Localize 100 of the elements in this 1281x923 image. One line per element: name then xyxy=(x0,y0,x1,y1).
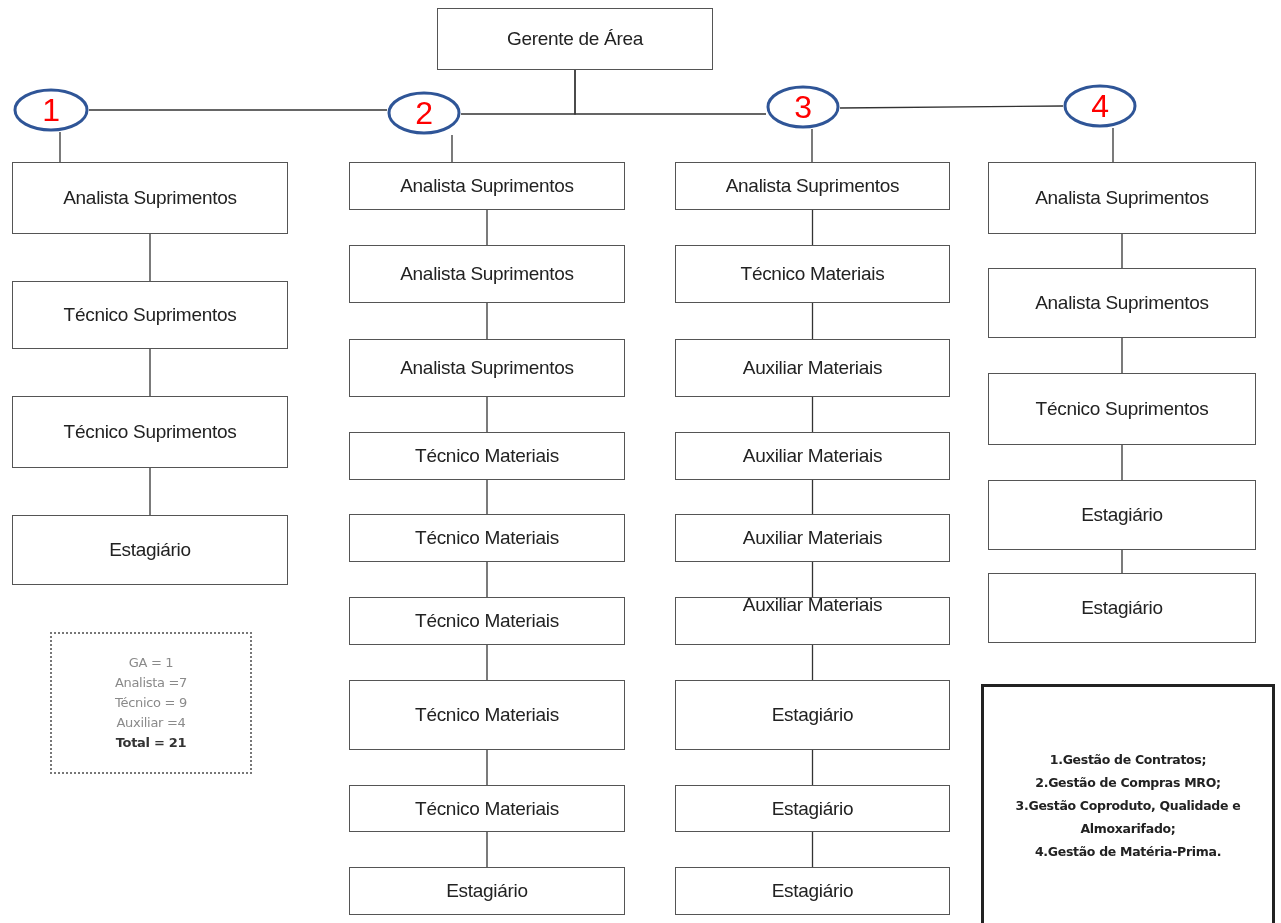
position-title: Auxiliar Materiais xyxy=(742,357,883,379)
position-box xyxy=(349,785,625,832)
headcount-line: GA = 1 xyxy=(128,654,174,672)
headcount-line: Auxiliar =4 xyxy=(116,714,186,732)
connector-line xyxy=(149,467,151,516)
connector-line xyxy=(1121,233,1123,269)
headcount-line: Analista =7 xyxy=(114,674,188,692)
position-box xyxy=(12,515,288,585)
position-box xyxy=(988,373,1256,445)
position-title: Auxiliar Materiais xyxy=(742,594,883,616)
position-box xyxy=(675,597,950,645)
position-box xyxy=(349,245,625,303)
position-box xyxy=(349,597,625,645)
connector-line xyxy=(59,131,61,163)
position-box xyxy=(675,245,950,303)
connector-line xyxy=(811,644,814,681)
connector-line xyxy=(486,479,488,515)
position-box xyxy=(675,432,950,480)
position-title: Técnico Suprimentos xyxy=(63,421,237,443)
area-description: 4.Gestão de Matéria-Prima. xyxy=(1034,842,1222,861)
position-title: Analista Suprimentos xyxy=(400,263,574,285)
position-box xyxy=(675,339,950,397)
position-title: Analista Suprimentos xyxy=(400,357,574,379)
position-title: Estagiário xyxy=(109,539,191,561)
position-title: Técnico Materiais xyxy=(415,445,559,467)
position-title: Analista Suprimentos xyxy=(725,175,900,197)
connector-line xyxy=(486,396,488,433)
position-title: Analista Suprimentos xyxy=(1035,187,1209,209)
connector-line xyxy=(486,561,488,598)
headcount-line: Técnico = 9 xyxy=(115,694,187,712)
connector-line xyxy=(149,348,151,397)
position-title: Técnico Materiais xyxy=(415,610,559,632)
position-title: Estagiário xyxy=(1081,504,1163,526)
connector-line xyxy=(1121,444,1123,481)
position-title: Estagiário xyxy=(771,704,854,726)
position-title: Técnico Materiais xyxy=(415,527,559,549)
position-box xyxy=(675,514,950,562)
area-description: 2.Gestão de Compras MRO; xyxy=(1035,773,1221,792)
team-number: 2 xyxy=(415,94,433,132)
position-box xyxy=(675,867,950,915)
connector-line xyxy=(811,128,813,163)
position-title: Estagiário xyxy=(771,880,854,902)
position-box xyxy=(12,162,288,234)
connector-line xyxy=(811,749,814,786)
position-title: Técnico Materiais xyxy=(415,704,559,726)
position-box xyxy=(988,573,1256,643)
connector-line xyxy=(149,233,151,282)
position-box xyxy=(349,162,625,210)
position-box xyxy=(12,396,288,468)
position-title: Técnico Materiais xyxy=(740,263,885,285)
connector-line xyxy=(486,302,488,340)
position-box xyxy=(988,480,1256,550)
position-title: Técnico Materiais xyxy=(415,797,559,820)
connector-line xyxy=(811,479,814,515)
headcount-summary-box xyxy=(50,632,252,774)
position-box xyxy=(12,281,288,349)
connector-line xyxy=(486,209,488,246)
connector-line xyxy=(486,749,488,786)
position-box xyxy=(349,432,625,480)
position-box xyxy=(349,339,625,397)
position-box xyxy=(675,162,950,210)
position-title: Auxiliar Materiais xyxy=(742,445,883,467)
position-box xyxy=(349,514,625,562)
position-box xyxy=(349,867,625,915)
position-title: Auxiliar Materiais xyxy=(742,527,883,549)
area-list-box xyxy=(981,684,1275,923)
position-title: Analista Suprimentos xyxy=(1035,292,1209,314)
connector-line xyxy=(811,396,814,433)
team-number: 1 xyxy=(42,91,60,129)
connector-line xyxy=(1121,549,1123,574)
connector-line xyxy=(811,302,814,340)
position-title: Analista Suprimentos xyxy=(63,187,237,209)
connector-line xyxy=(1121,337,1123,374)
area-description: 3.Gestão Coproduto, Qualidade e Almoxarifado; xyxy=(1014,796,1242,838)
connector-line xyxy=(839,105,1064,109)
total-count: Total = 21 xyxy=(115,734,187,752)
position-box xyxy=(349,680,625,750)
connector-line xyxy=(811,831,814,868)
connector-line xyxy=(486,644,488,681)
position-title: Estagiário xyxy=(771,797,854,820)
connector-line xyxy=(1112,127,1114,163)
position-title: Técnico Suprimentos xyxy=(1035,398,1209,420)
position-title: Estagiário xyxy=(1081,597,1163,619)
position-box xyxy=(675,680,950,750)
team-number: 4 xyxy=(1091,87,1109,125)
position-box xyxy=(437,8,713,70)
team-number: 3 xyxy=(794,88,812,126)
connector-line xyxy=(88,109,388,111)
position-title: Analista Suprimentos xyxy=(400,175,574,197)
connector-line xyxy=(486,831,488,868)
position-box xyxy=(988,162,1256,234)
area-description: 1.Gestão de Contratos; xyxy=(1049,750,1207,769)
connector-line xyxy=(811,561,814,598)
position-title: Gerente de Área xyxy=(507,28,643,50)
connector-line xyxy=(811,209,814,246)
position-box xyxy=(988,268,1256,338)
position-box xyxy=(675,785,950,832)
connector-line xyxy=(451,134,453,163)
position-title: Estagiário xyxy=(446,880,528,902)
connector-line xyxy=(574,69,767,115)
